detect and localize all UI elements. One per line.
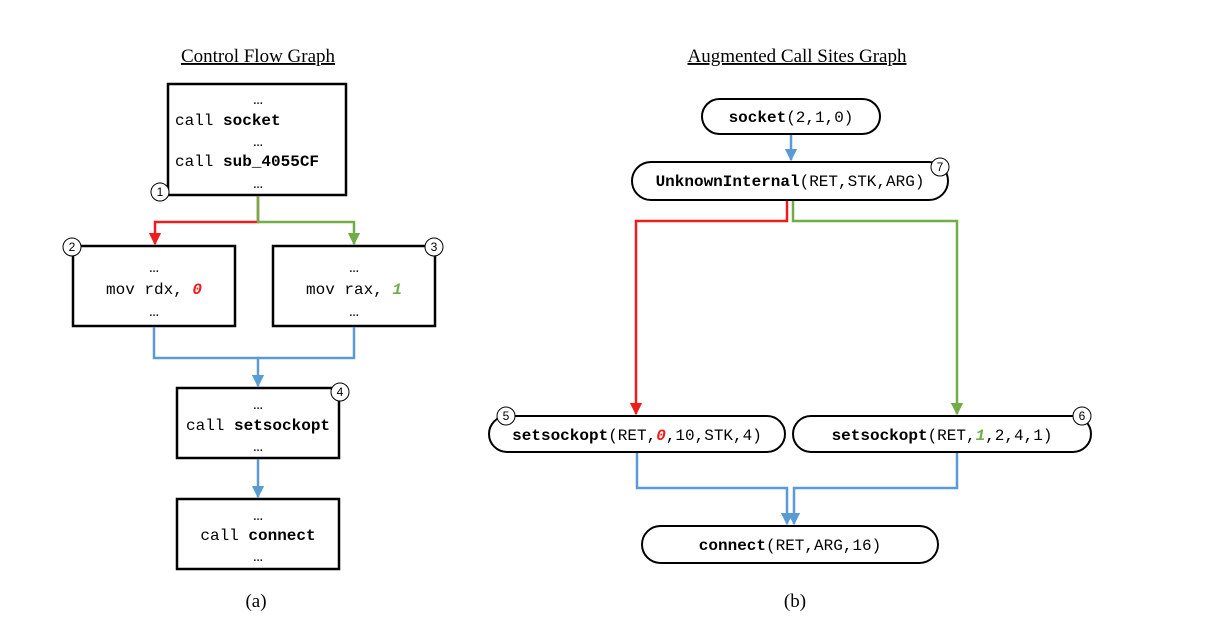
cfg-block-2-number: 2 [69,240,76,254]
cfg-block-4-call: call setsockopt [186,417,330,435]
cfg-block-3-instruction: mov rax, 1 [306,281,402,299]
cfg-block-3-box [271,244,437,328]
cfg-block-2-box [71,244,237,328]
acsg-edge-setsockopt6-to-connect [787,453,959,526]
acsg-node-setsockopt-5-label: setsockopt(RET,0,10,STK,4) [512,427,762,445]
cfg-block-3-number-badge [424,237,444,257]
acsg-edge-setsockopt5-to-connect [635,453,794,526]
cfg-block-connect-box [175,497,341,571]
cfg-block-3-number: 3 [431,240,438,254]
acsg-node-socket-label: socket(2,1,0) [729,109,854,127]
cfg-block-connect-ellipsis-bottom: … [253,548,263,566]
cfg-block-3: … mov rax, 1 … 3 [271,237,444,328]
cfg-block-4-ellipsis-bottom: … [253,438,263,456]
acsg-node-unknown-internal-label: UnknownInternal(RET,STK,ARG) [656,173,925,191]
cfg-edge-3-to-4-blue [258,327,356,360]
cfg-block-4: … call setsockopt … 4 [175,382,350,460]
acsg-node-setsockopt-6-number: 6 [1079,409,1086,423]
cfg-block-1-ellipsis-bottom: … [253,175,263,193]
cfg-title: Control Flow Graph [181,46,336,67]
acsg-node-setsockopt-6-label: setsockopt(RET,1,2,4,1) [832,427,1053,445]
cfg-block-connect: … call connect … [175,497,341,571]
acsg-node-unknown-internal: UnknownInternal(RET,STK,ARG) 7 [631,157,950,201]
cfg-block-4-number-badge [330,382,350,402]
cfg-block-1-number: 1 [157,185,164,199]
cfg-block-connect-call: call connect [200,527,315,545]
cfg-block-3-ellipsis-bottom: … [349,303,359,321]
acsg-node-connect-shape [641,525,939,564]
acsg-node-setsockopt-5-number-badge [496,406,516,426]
acsg-node-setsockopt-5: setsockopt(RET,0,10,STK,4) 5 [488,406,786,453]
acsg-node-setsockopt-6-shape [792,415,1092,453]
cfg-block-1-call-socket: call socket [175,112,281,130]
acsg-node-unknown-internal-number: 7 [937,160,944,174]
cfg-block-4-number: 4 [337,385,344,399]
cfg-block-1-ellipsis-top: … [253,91,263,109]
control-flow-graph-panel: Control Flow Graph … call socket … call … [62,46,444,612]
cfg-caption: (a) [245,591,266,612]
acsg-node-setsockopt-6-number-badge [1072,406,1092,426]
acsg-node-socket-shape [701,98,881,135]
cfg-block-2-instruction: mov rdx, 0 [106,281,202,299]
cfg-block-1: … call socket … call sub_4055CF … 1 [150,82,348,202]
cfg-edge-1-to-3-green [256,196,361,246]
acsg-node-socket: socket(2,1,0) [701,98,881,135]
acsg-node-setsockopt-5-shape [488,415,786,453]
acsg-node-unknown-internal-number-badge [930,157,950,177]
cfg-block-1-number-badge [150,182,170,202]
cfg-edge-1-to-2-red [148,196,260,246]
cfg-block-3-ellipsis-top: … [349,259,359,277]
acsg-node-setsockopt-5-number: 5 [503,409,510,423]
acsg-edge-unknown-to-setsockopt6-green [791,201,964,416]
cfg-edge-2-to-4-blue [152,327,265,388]
cfg-block-2-ellipsis-top: … [149,259,159,277]
acsg-node-unknown-internal-shape [631,161,949,201]
acsg-caption: (b) [784,591,806,612]
acsg-node-connect: connect(RET,ARG,16) [641,525,939,564]
cfg-block-1-box [166,82,348,197]
acsg-node-connect-label: connect(RET,ARG,16) [699,537,881,555]
cfg-block-1-ellipsis-mid: … [253,133,263,151]
cfg-block-4-ellipsis-top: … [253,396,263,414]
cfg-block-connect-ellipsis-top: … [253,507,263,525]
cfg-block-1-call-sub: call sub_4055CF [175,153,319,171]
augmented-call-sites-graph-panel: Augmented Call Sites Graph socket(2,1,0)… [488,46,1092,612]
acsg-edge-unknown-to-setsockopt5-red [629,201,789,416]
cfg-block-2: … mov rdx, 0 … 2 [62,237,237,328]
acsg-title: Augmented Call Sites Graph [688,46,907,67]
cfg-block-4-box [175,386,341,460]
cfg-block-2-number-badge [62,237,82,257]
acsg-node-setsockopt-6: setsockopt(RET,1,2,4,1) 6 [792,406,1092,453]
cfg-block-2-ellipsis-bottom: … [149,303,159,321]
